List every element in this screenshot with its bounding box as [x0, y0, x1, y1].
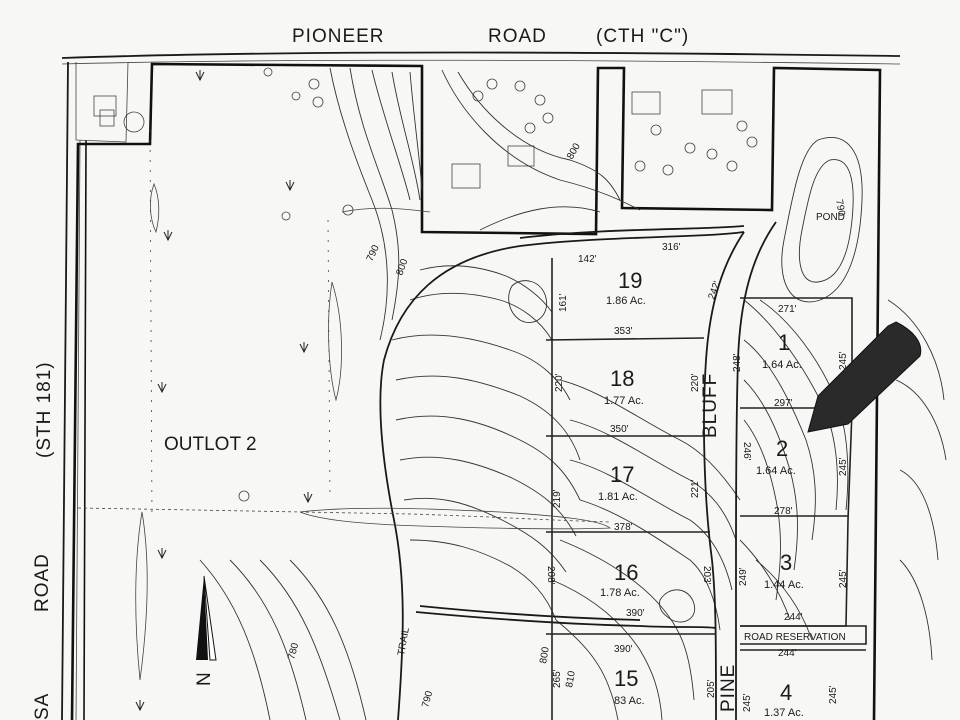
svg-text:390': 390'	[626, 608, 645, 619]
outlot-2-label: OUTLOT 2	[164, 434, 257, 455]
lot-4: 4 1.37 Ac.	[764, 680, 804, 719]
subdivision-boundary	[70, 62, 882, 720]
trail-label: TRAIL	[396, 626, 412, 656]
svg-text:3: 3	[780, 550, 792, 575]
svg-text:271': 271'	[778, 304, 797, 315]
svg-text:1.37 Ac.: 1.37 Ac.	[764, 707, 804, 719]
svg-text:249': 249'	[738, 567, 749, 586]
svg-text:220': 220'	[690, 373, 701, 392]
svg-text:353': 353'	[614, 326, 633, 337]
lot-lines	[545, 258, 867, 720]
svg-text:1.81 Ac.: 1.81 Ac.	[598, 491, 638, 503]
svg-text:278': 278'	[774, 506, 793, 517]
svg-text:142': 142'	[578, 254, 597, 265]
sth-181-label: (STH 181)	[34, 361, 55, 458]
svg-text:790: 790	[833, 199, 847, 218]
pioneer-road-label: PIONEER	[292, 26, 385, 47]
svg-text:83 Ac.: 83 Ac.	[614, 695, 645, 707]
svg-text:800: 800	[394, 257, 410, 277]
west-road-label-partial: SA	[32, 693, 53, 720]
svg-text:790: 790	[420, 689, 435, 708]
svg-text:4: 4	[780, 680, 792, 705]
svg-text:265': 265'	[552, 669, 563, 688]
svg-text:18: 18	[610, 366, 634, 391]
svg-text:800: 800	[538, 646, 552, 665]
svg-text:810: 810	[564, 670, 578, 689]
road-reservation-label: ROAD RESERVATION	[744, 632, 846, 643]
svg-text:1.86 Ac.: 1.86 Ac.	[606, 295, 646, 307]
lot-17: 17 1.81 Ac.	[598, 462, 638, 503]
svg-text:246': 246'	[741, 442, 752, 461]
svg-text:244': 244'	[784, 612, 803, 623]
svg-text:1.44 Ac.: 1.44 Ac.	[764, 579, 804, 591]
lot-16: 16 1.78 Ac.	[600, 560, 640, 599]
svg-text:1.78 Ac.: 1.78 Ac.	[600, 587, 640, 599]
svg-text:242': 242'	[706, 280, 723, 301]
west-road-label: ROAD	[32, 553, 53, 612]
svg-text:316': 316'	[662, 242, 681, 253]
cth-c-label: (CTH "C")	[596, 26, 689, 47]
developed-parcels	[238, 67, 758, 502]
svg-text:221': 221'	[690, 479, 701, 498]
pond-label: POND	[816, 212, 845, 223]
svg-text:16: 16	[614, 560, 638, 585]
pioneer-road	[61, 51, 901, 65]
svg-text:220': 220'	[554, 373, 565, 392]
svg-text:378': 378'	[614, 522, 633, 533]
svg-text:19: 19	[618, 268, 642, 293]
svg-text:1.64 Ac.: 1.64 Ac.	[756, 465, 796, 477]
pine-bluff-road	[379, 221, 777, 720]
lot-1: 1 1.64 Ac.	[762, 330, 802, 371]
bluff-label: BLUFF	[700, 373, 721, 438]
svg-text:203': 203'	[701, 566, 712, 585]
svg-text:245': 245'	[838, 351, 849, 370]
svg-text:1: 1	[778, 330, 790, 355]
west-road	[61, 61, 81, 720]
svg-text:245': 245'	[838, 569, 849, 588]
svg-text:245': 245'	[838, 457, 849, 476]
svg-text:350': 350'	[610, 424, 629, 435]
pioneer-road-label-2: ROAD	[488, 26, 547, 47]
svg-text:1.77 Ac.: 1.77 Ac.	[604, 395, 644, 407]
svg-text:245': 245'	[828, 685, 839, 704]
svg-text:780: 780	[286, 641, 301, 660]
svg-text:208': 208'	[545, 566, 556, 585]
svg-text:248': 248'	[732, 353, 743, 372]
marsh-symbols	[135, 70, 313, 712]
pine-label: PINE	[718, 664, 739, 712]
svg-text:244': 244'	[778, 648, 797, 659]
svg-text:800: 800	[565, 141, 583, 161]
trail-lines	[77, 129, 612, 681]
contour-lines	[199, 67, 947, 720]
lot-19: 19 1.86 Ac.	[606, 268, 646, 307]
svg-text:17: 17	[610, 462, 634, 487]
svg-text:245': 245'	[742, 693, 753, 712]
svg-text:161': 161'	[558, 293, 569, 312]
north-arrow	[196, 575, 217, 661]
lot-3: 3 1.44 Ac.	[764, 550, 804, 591]
svg-text:790: 790	[365, 243, 382, 263]
elevation-labels: 800 790 800 790 780 800 810 790	[286, 141, 847, 709]
lot-18: 18 1.77 Ac.	[604, 366, 644, 407]
svg-text:1.64 Ac.: 1.64 Ac.	[762, 359, 802, 371]
svg-text:297': 297'	[774, 398, 793, 409]
svg-text:219': 219'	[552, 489, 563, 508]
svg-text:15: 15	[614, 666, 638, 691]
svg-text:390': 390'	[614, 644, 633, 655]
svg-text:205': 205'	[706, 679, 717, 698]
dimension-labels: 142' 316' 161' 242' 353' 271' 248' 245' …	[545, 242, 849, 712]
lot-2: 2 1.64 Ac.	[756, 436, 796, 477]
arrow-marker	[807, 321, 922, 433]
north-label: N	[194, 672, 215, 686]
svg-text:2: 2	[776, 436, 788, 461]
corner-house-parcel	[75, 61, 145, 143]
lot-15: 15 83 Ac.	[614, 666, 645, 707]
